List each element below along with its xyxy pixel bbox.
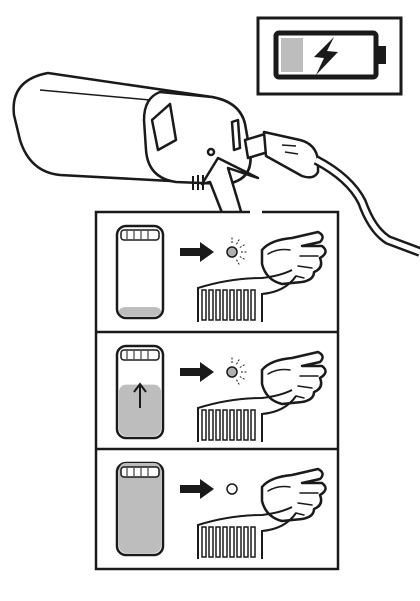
- charging-up-arrow-icon: [133, 382, 147, 408]
- led-glow-rays: [231, 357, 247, 386]
- led-indicator: [226, 366, 238, 378]
- state-row-1: [115, 224, 327, 322]
- battery-cell-icon: [115, 461, 165, 557]
- led-indicator: [226, 246, 238, 258]
- arrow-right-icon: [180, 479, 214, 499]
- power-bank-side-icon: [197, 269, 297, 322]
- pointing-hand-icon: [260, 467, 327, 523]
- pointing-hand-icon: [260, 350, 327, 406]
- battery-charge-fill: [281, 38, 303, 72]
- lightning-icon: [314, 37, 338, 75]
- charge-level-fill: [119, 463, 161, 553]
- usb-cable-icon: [243, 130, 420, 257]
- arrow-right-icon: [180, 362, 214, 382]
- battery-cell-icon: [115, 224, 165, 320]
- charge-level-fill: [119, 384, 161, 436]
- arrow-right-icon: [180, 242, 214, 262]
- led-glow-rays: [231, 237, 247, 266]
- battery-cell-icon: [115, 344, 165, 440]
- led-indicator: [226, 483, 238, 495]
- power-bank-side-icon: [197, 506, 297, 559]
- battery-status-icon: [256, 16, 403, 96]
- state-row-2: [115, 344, 327, 442]
- charge-level-fill: [119, 306, 161, 316]
- power-bank-side-icon: [197, 389, 297, 442]
- state-row-3: [115, 461, 327, 559]
- pointing-hand-icon: [260, 230, 327, 286]
